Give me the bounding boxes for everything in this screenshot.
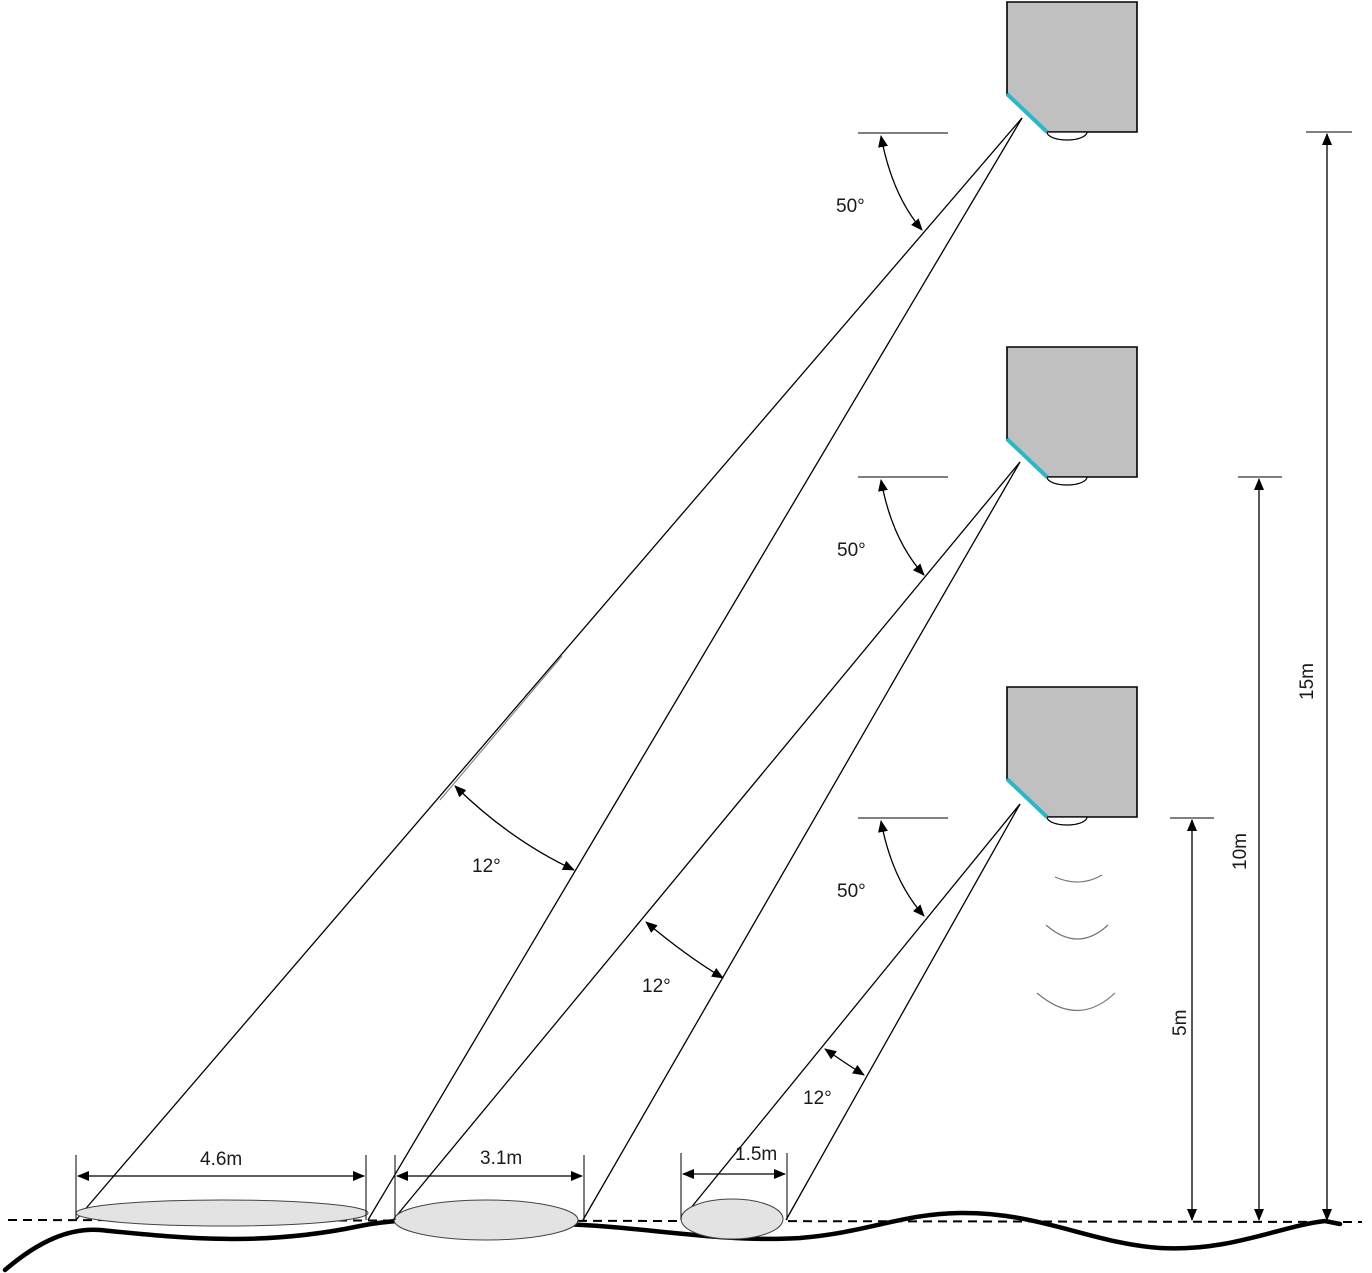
angle-arc-50 <box>878 135 923 231</box>
angle-label: 50° <box>837 540 866 561</box>
sensor-15m: 50° 12° 4.6m 15m <box>75 1 1352 1227</box>
beam-angle-arc <box>454 785 575 871</box>
spot-width-label: 3.1m <box>480 1148 522 1169</box>
beam-angle-arc <box>824 1048 865 1076</box>
height-label: 5m <box>1170 1010 1191 1036</box>
beam-angle-label: 12° <box>472 856 501 877</box>
height-label: 10m <box>1230 833 1251 870</box>
beam-angle-label: 12° <box>642 976 671 997</box>
sensor-housing-icon <box>1005 686 1138 826</box>
spot-width-label: 4.6m <box>200 1149 242 1170</box>
beam-edge <box>785 803 1021 1221</box>
beam-edge-highlight <box>439 655 563 801</box>
sensor-10m: 50° 12° 3.1m 10m <box>392 346 1282 1241</box>
angle-arc-50 <box>878 479 925 576</box>
angle-arc-50 <box>878 820 925 917</box>
beam-edge <box>75 117 1023 1221</box>
sensor-housing-icon <box>1005 346 1138 486</box>
beam-edge <box>367 117 1023 1221</box>
beam-edge <box>582 461 1021 1221</box>
angle-label: 50° <box>836 196 865 217</box>
beam-spot <box>393 1199 579 1241</box>
ground-profile <box>2 1210 1343 1273</box>
beam-angle-label: 12° <box>803 1088 832 1109</box>
beam-spot <box>680 1198 784 1240</box>
beam-spot <box>75 1199 369 1227</box>
sensor-housing-icon <box>1005 1 1138 141</box>
height-label: 15m <box>1297 663 1318 700</box>
sensor-5m: 50° 12° 1.5m 5m <box>680 686 1214 1240</box>
beam-edge <box>392 461 1021 1221</box>
beam-angle-arc <box>645 921 724 979</box>
signal-waves-icon <box>1036 874 1116 1012</box>
angle-label: 50° <box>837 881 866 902</box>
beam-edge <box>680 803 1021 1221</box>
spot-width-label: 1.5m <box>735 1144 777 1165</box>
